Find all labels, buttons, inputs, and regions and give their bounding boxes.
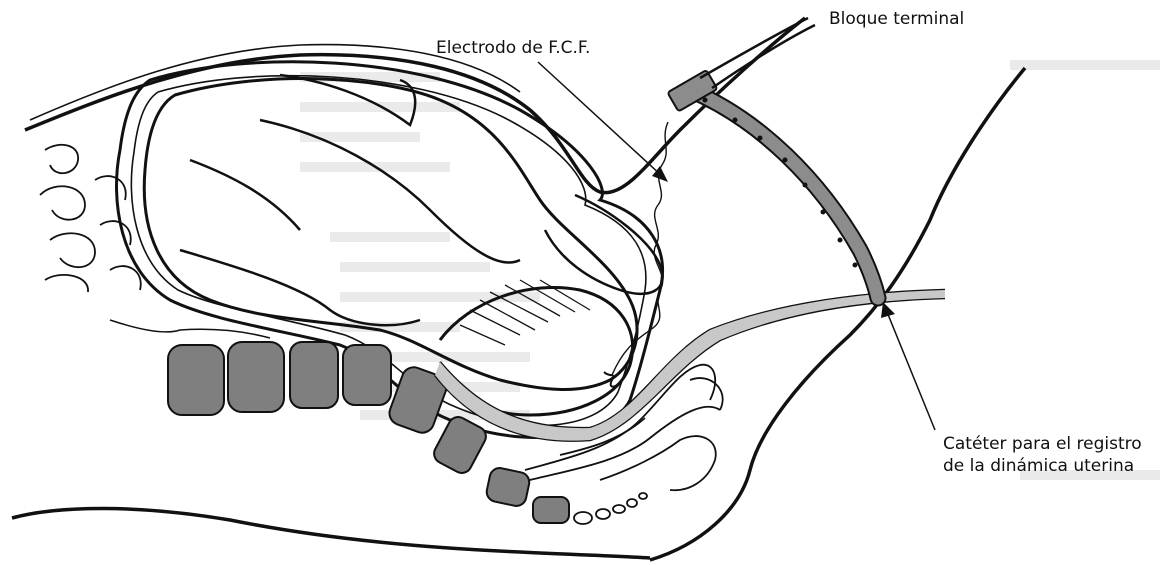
intestine-loops [40, 145, 141, 292]
fetal-limb-3 [190, 160, 300, 230]
label-cateter-line1: Catéter para el registro [943, 433, 1142, 455]
vertebra-8 [533, 497, 569, 523]
leader-line-cateter [881, 302, 935, 430]
label-bloque-terminal: Bloque terminal [829, 8, 964, 30]
fetal-limb-4 [180, 250, 420, 325]
fetal-limb-1 [280, 75, 415, 125]
catheter-dots [703, 98, 858, 268]
coccyx [574, 493, 647, 524]
vertebra-6 [431, 414, 490, 477]
vertebra-7 [485, 466, 531, 508]
uterine-catheter[interactable] [690, 90, 878, 298]
vertebra-3 [290, 342, 338, 408]
vertebra-2 [228, 342, 284, 412]
terminal-cable-2 [712, 25, 815, 88]
terminal-cable [700, 18, 808, 78]
leader-line-electrodo [538, 62, 668, 182]
label-electrodo-fcf: Electrodo de F.C.F. [436, 37, 590, 59]
uterine-catheter-fill [690, 90, 878, 298]
vertebra-1 [168, 345, 224, 415]
label-cateter: Catéter para el registro de la dinámica … [943, 433, 1142, 477]
fetal-hand [545, 195, 663, 294]
label-cateter-line2: de la dinámica uterina [943, 455, 1142, 477]
vertebra-4 [343, 345, 391, 405]
anterior-abdominal-wall [650, 68, 1025, 560]
vertebrae [168, 342, 569, 523]
